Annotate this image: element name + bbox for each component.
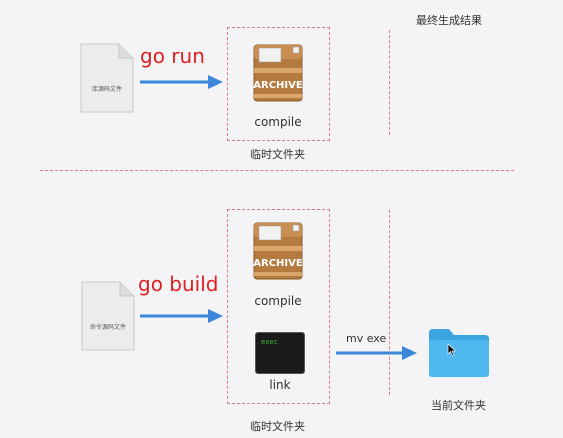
- top-command-label: go run: [140, 44, 205, 68]
- current-folder-icon: [427, 327, 491, 379]
- top-compile-label: compile: [254, 115, 302, 129]
- bottom-temp-folder-box: [227, 209, 330, 404]
- top-source-document-icon: 库源码文件: [79, 42, 135, 114]
- link-label: link: [269, 378, 291, 392]
- bottom-compile-label: compile: [254, 294, 302, 308]
- bottom-arrow-to-compile: [140, 309, 223, 323]
- exec-text: exec: [261, 338, 278, 346]
- top-temp-folder-label: 临时文件夹: [250, 148, 305, 161]
- bottom-command-label: go build: [138, 272, 219, 296]
- top-result-title: 最终生成结果: [416, 14, 482, 27]
- bottom-archive-label: ARCHIVE: [253, 258, 303, 269]
- top-arrow-to-compile: [140, 75, 223, 89]
- mouse-cursor-icon: [447, 343, 457, 357]
- top-divider-vertical: [389, 30, 390, 135]
- top-source-document-label: 库源码文件: [91, 86, 122, 93]
- bottom-source-document-label: 命令源码文件: [89, 324, 126, 331]
- archive-box-icon: [253, 222, 303, 280]
- bottom-temp-folder-label: 临时文件夹: [250, 420, 305, 433]
- top-archive-icon: ARCHIVE: [253, 44, 303, 102]
- archive-box-icon: [253, 44, 303, 102]
- section-divider: [40, 170, 514, 171]
- exec-terminal-icon: exec: [255, 332, 305, 374]
- bottom-divider-vertical: [389, 210, 390, 395]
- top-archive-label: ARCHIVE: [253, 80, 303, 91]
- current-folder-label: 当前文件夹: [431, 399, 486, 412]
- bottom-source-document-icon: 命令源码文件: [80, 280, 136, 352]
- bottom-archive-icon: ARCHIVE: [253, 222, 303, 280]
- document-icon: [80, 43, 134, 113]
- mv-exe-label: mv exe: [346, 332, 387, 345]
- mv-arrow-to-folder: [336, 346, 417, 360]
- top-temp-folder-box: [227, 27, 330, 141]
- folder-icon: [429, 329, 489, 377]
- document-icon: [81, 281, 135, 351]
